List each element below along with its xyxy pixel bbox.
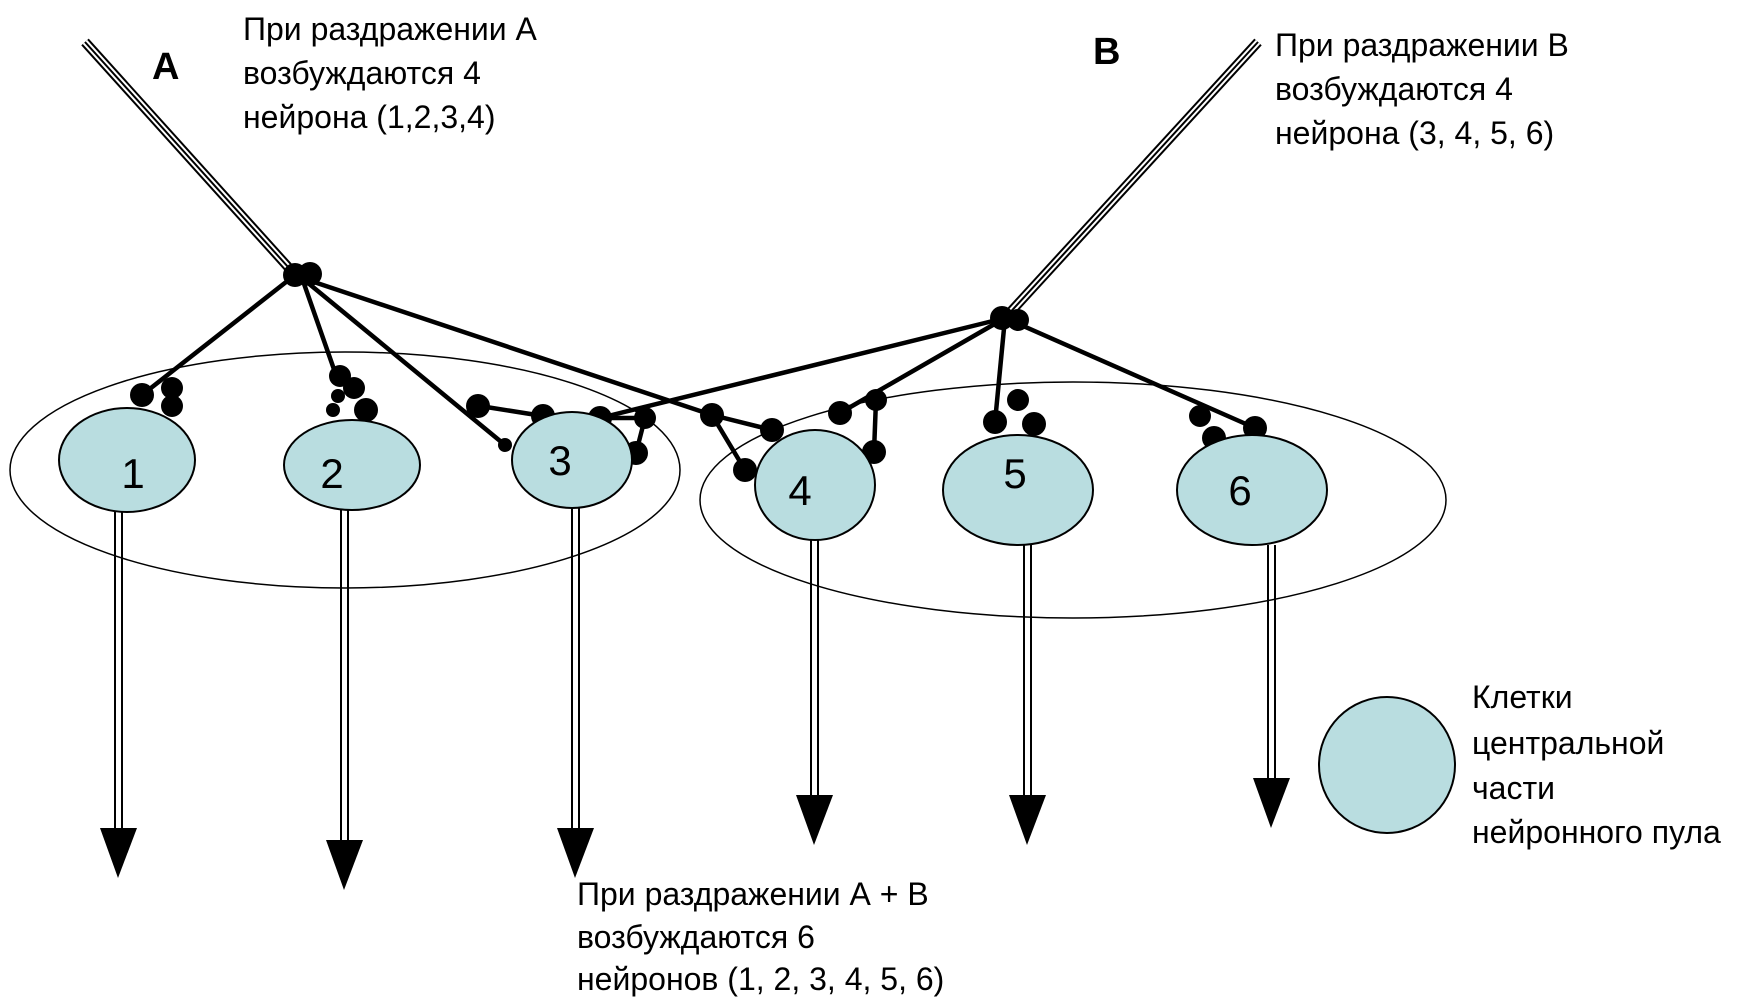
input-a-letter: A	[152, 46, 179, 88]
output-axon-2	[326, 510, 363, 890]
input-b-letter: В	[1093, 31, 1120, 73]
output-axon-3	[557, 508, 594, 878]
neuron-label-2: 2	[320, 450, 343, 497]
arrowhead-6	[1253, 778, 1290, 828]
caption-combined-line-3: нейронов (1, 2, 3, 4, 5, 6)	[577, 961, 944, 997]
arrowhead-5	[1009, 795, 1046, 845]
legend-line-4: нейронного пула	[1472, 814, 1721, 850]
caption-b-line-3: нейрона (3, 4, 5, 6)	[1275, 115, 1554, 151]
caption-b-line-1: При раздражении В	[1275, 27, 1569, 63]
legend-line-1: Клетки	[1472, 679, 1573, 715]
neuron-cell-5	[942, 434, 1094, 546]
input-fiber-b	[1001, 38, 1262, 322]
neuron-label-1: 1	[121, 450, 144, 497]
caption-combined: При раздражении А + В возбуждаются 6 ней…	[577, 876, 944, 997]
caption-a-line-3: нейрона (1,2,3,4)	[243, 99, 495, 135]
neuron-cell-3	[511, 411, 633, 509]
neuron-label-3: 3	[548, 437, 571, 484]
pool-boundary-b	[699, 381, 1447, 619]
neuron-cell-1	[58, 407, 196, 513]
output-axon-5	[1009, 545, 1046, 845]
arrowhead-1	[100, 828, 137, 878]
arrowhead-3	[557, 828, 594, 878]
legend: Клетки центральной части нейронного пула	[1318, 679, 1721, 850]
caption-b: При раздражении В возбуждаются 4 нейрона…	[1275, 27, 1569, 151]
legend-cell-swatch	[1318, 696, 1456, 834]
neuron-label-4: 4	[788, 467, 811, 514]
caption-a: При раздражении А возбуждаются 4 нейрона…	[243, 11, 538, 135]
output-axon-6	[1253, 545, 1290, 828]
caption-combined-line-1: При раздражении А + В	[577, 876, 929, 912]
neuron-cell-4	[754, 429, 876, 541]
input-fiber-a	[81, 38, 302, 282]
arrowhead-2	[326, 840, 363, 890]
pool-boundary-a	[9, 351, 681, 589]
neuron-cell-6	[1176, 434, 1328, 546]
output-axon-4	[796, 540, 833, 845]
legend-line-2: центральной	[1472, 725, 1664, 761]
caption-a-line-1: При раздражении А	[243, 11, 538, 47]
caption-a-line-2: возбуждаются 4	[243, 55, 481, 91]
output-axon-1	[100, 512, 137, 878]
neuron-numbers: 1 2 3 4 5 6	[121, 437, 1251, 514]
legend-line-3: части	[1472, 770, 1555, 806]
neuron-cells	[58, 407, 1328, 546]
neuron-label-5: 5	[1003, 450, 1026, 497]
neuron-cell-2	[283, 419, 421, 511]
branches-a	[139, 272, 775, 473]
caption-b-line-2: возбуждаются 4	[1275, 71, 1513, 107]
arrowhead-4	[796, 795, 833, 845]
neuron-label-6: 6	[1228, 467, 1251, 514]
output-axons	[100, 508, 1290, 890]
caption-combined-line-2: возбуждаются 6	[577, 919, 815, 955]
